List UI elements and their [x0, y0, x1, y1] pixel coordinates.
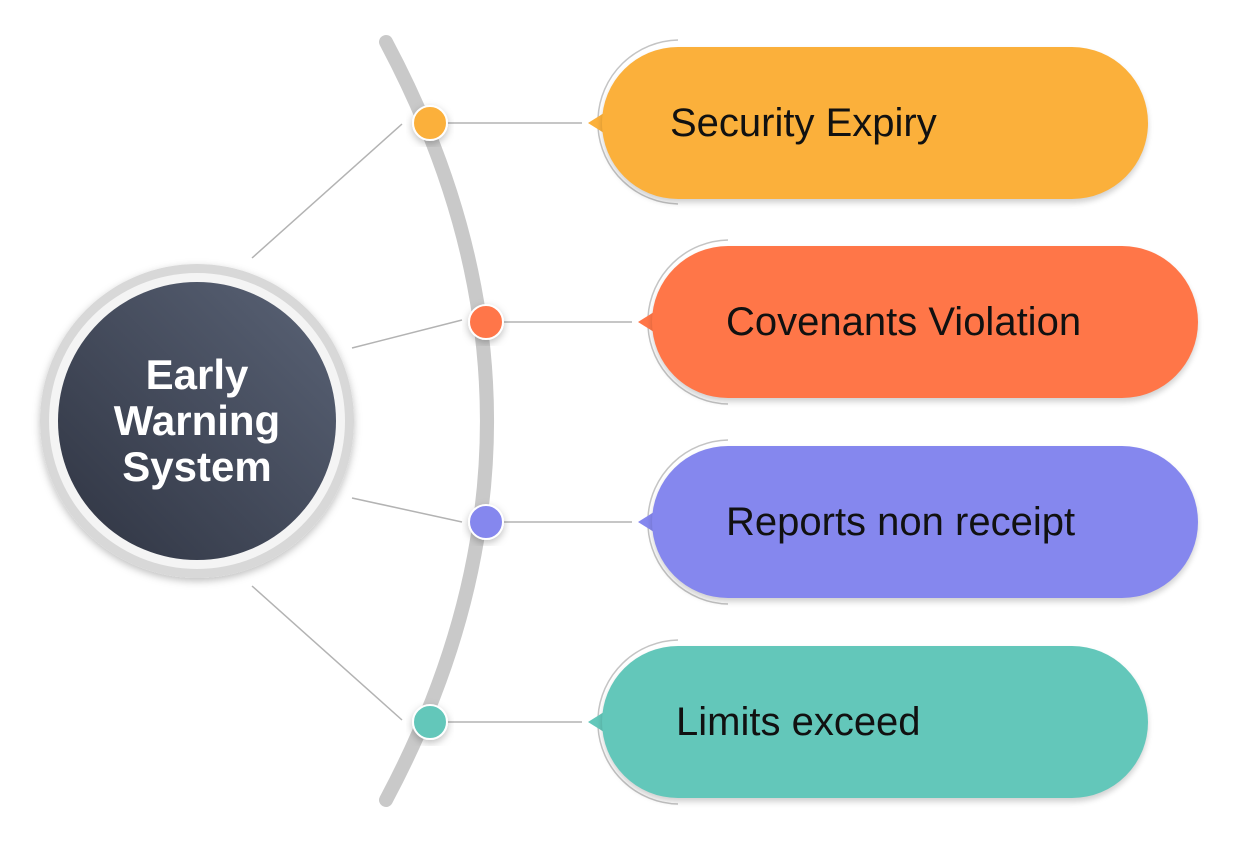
pill-label-security-expiry: Security Expiry — [670, 100, 937, 145]
marker-dot-3 — [468, 504, 504, 540]
pill-reports-non-receipt: Reports non receipt — [652, 446, 1198, 598]
pill-label-covenants-violation: Covenants Violation — [726, 299, 1082, 344]
hub-circle — [58, 282, 336, 560]
hub-label-line-1: Early — [145, 351, 249, 398]
arc-track — [379, 35, 494, 807]
pill-label-limits-exceed: Limits exceed — [676, 699, 921, 744]
hub-label-line-3: System — [122, 443, 272, 490]
pill-pointer-1 — [588, 113, 604, 133]
pill-security-expiry: Security Expiry — [602, 47, 1148, 199]
spoke-line-4 — [251, 585, 403, 721]
pill-outline-4b — [597, 726, 679, 805]
spoke-line-3 — [351, 497, 463, 523]
spoke-line-1 — [251, 123, 403, 259]
pill-outline-3b — [647, 526, 729, 605]
spoke-line-2 — [351, 319, 463, 349]
pill-limits-exceed: Limits exceed — [602, 646, 1148, 798]
pill-outline-3 — [647, 439, 729, 518]
pill-outline-2b — [647, 326, 729, 405]
pill-label-reports-non-receipt: Reports non receipt — [726, 499, 1076, 544]
pill-covenants-violation: Covenants Violation — [652, 246, 1198, 398]
marker-dot-1 — [412, 105, 448, 141]
pill-outline-4 — [597, 639, 679, 718]
pill-pointer-3 — [638, 512, 654, 532]
pill-outline-1b — [597, 127, 679, 205]
pill-outline-2 — [647, 239, 729, 318]
marker-dot-4 — [412, 704, 448, 740]
marker-dot-2 — [468, 304, 504, 340]
pill-pointer-2 — [638, 312, 654, 332]
pill-outline-1 — [597, 39, 679, 119]
hub-label: Early Warning System — [92, 352, 302, 490]
hub-label-line-2: Warning — [113, 397, 281, 444]
pill-pointer-4 — [588, 712, 604, 732]
